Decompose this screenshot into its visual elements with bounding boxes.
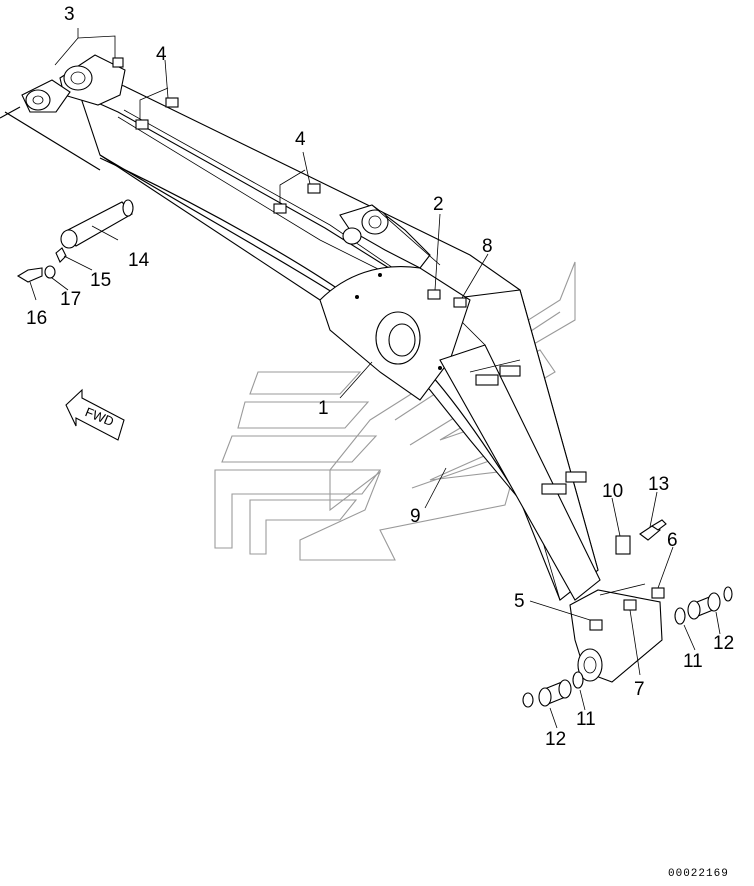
callout-12-right: 12	[713, 633, 734, 654]
callout-4-middle: 4	[295, 129, 306, 150]
callout-5: 5	[514, 591, 525, 612]
callout-4-upper: 4	[156, 44, 167, 65]
clamps	[112, 57, 665, 631]
callout-labels: 3 4 4 2 8 1 9 10 13 6 5 11 12 7 11 12 14…	[26, 4, 734, 750]
callout-8: 8	[482, 236, 493, 257]
callout-13: 13	[648, 474, 669, 495]
cylinder-bracket	[339, 204, 441, 269]
callout-6: 6	[667, 530, 678, 551]
boom-body	[78, 81, 663, 683]
callout-15: 15	[90, 270, 111, 291]
callout-7: 7	[634, 679, 645, 700]
leader-lines	[29, 28, 721, 729]
callout-3: 3	[64, 4, 75, 25]
pin-boss	[355, 273, 442, 370]
callout-1: 1	[318, 398, 329, 419]
grease-fitting	[639, 519, 667, 541]
top-bracket	[0, 54, 126, 171]
callout-11-right: 11	[683, 651, 703, 672]
callout-12-left: 12	[545, 729, 566, 750]
callout-9: 9	[410, 506, 421, 527]
fwd-direction-arrow: FWD	[65, 388, 125, 441]
callout-2: 2	[433, 194, 444, 215]
callout-11-left: 11	[576, 709, 596, 730]
document-number: 00022169	[668, 868, 729, 880]
callout-16: 16	[26, 308, 47, 329]
pin-and-fasteners	[16, 199, 134, 283]
callout-10: 10	[602, 481, 623, 502]
bushings-and-rings	[522, 586, 733, 708]
callout-14: 14	[128, 250, 150, 271]
callout-17: 17	[60, 289, 81, 310]
